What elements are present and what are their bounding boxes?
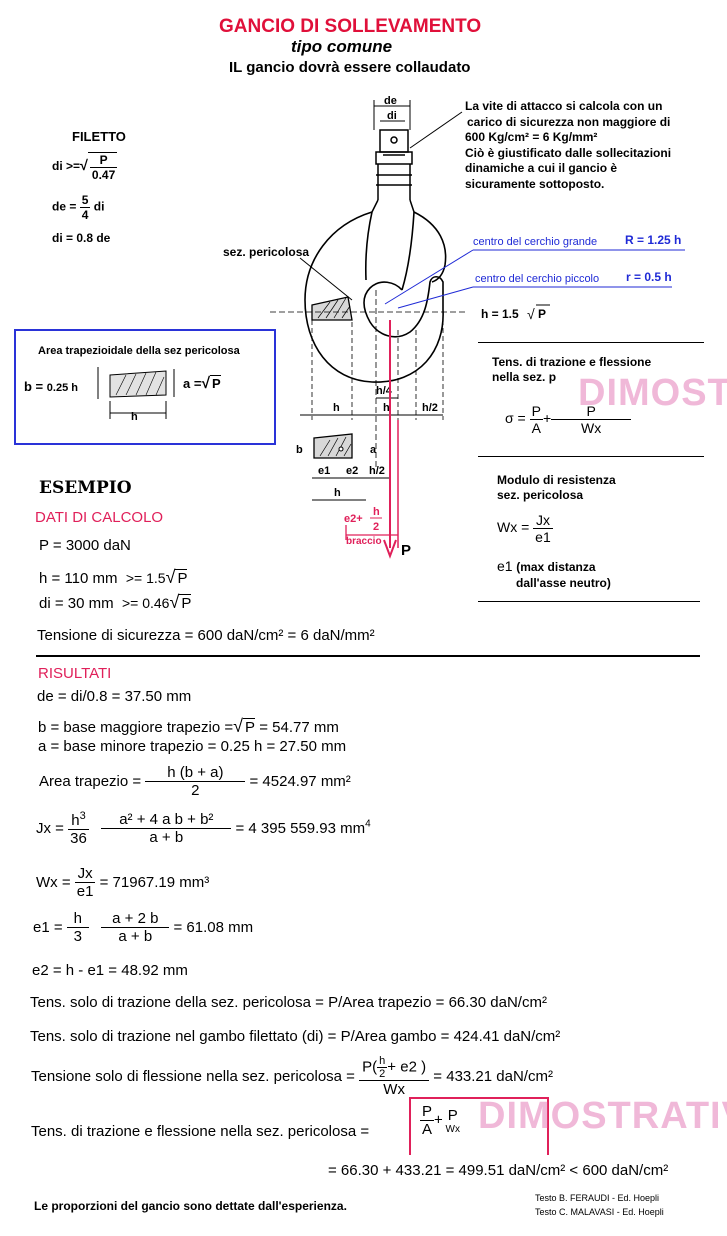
sqrt-symbol: √: [527, 306, 535, 322]
svg-text:h/2: h/2: [422, 402, 438, 414]
r-piccolo-label: r = 0.5 h: [626, 270, 672, 284]
dim-de: de: [384, 95, 397, 107]
res-t5: = 66.30 + 433.21 = 499.51 daN/cm² < 600 …: [328, 1162, 669, 1179]
hook-shank: [371, 129, 415, 213]
res-t2: Tens. solo di trazione nel gambo filetta…: [30, 1028, 561, 1045]
svg-text:h: h: [373, 506, 380, 518]
svg-text:e2+: e2+: [344, 513, 363, 525]
esempio-heading: ESEMPIO: [39, 478, 132, 498]
h-eq-label: h = 1.5: [481, 307, 519, 321]
area-trapezoid: [97, 367, 175, 419]
dato-di: di = 30 mm >= 0.46√P: [39, 592, 192, 612]
load-p-label: P: [401, 542, 411, 559]
section-detail: [313, 433, 353, 459]
h-eq-rad: P: [538, 307, 546, 321]
vite-note: La vite di attacco si calcola con un car…: [465, 99, 672, 191]
svg-text:2: 2: [373, 521, 379, 533]
watermark: DIMOST: [578, 372, 727, 414]
area-box: Area trapezioidale della sez pericolosa …: [14, 329, 276, 445]
filetto-f1-lhs: di >=: [52, 159, 81, 174]
filetto-heading: FILETTO: [72, 129, 126, 144]
hook-diagram: de di sez. pericolosa centro del cerchio…: [223, 95, 685, 559]
page-title: GANCIO DI SOLLEVAMENTO: [219, 16, 482, 37]
dato-p: P = 3000 daN: [39, 537, 131, 554]
svg-text:braccio: braccio: [346, 536, 382, 547]
dim-h4: h/4: [376, 385, 393, 397]
dato-h: h = 110 mm >= 1.5√P: [39, 567, 188, 587]
res-area: Area trapezio = h (b + a)2 = 4524.97 mm²: [39, 764, 351, 799]
sqrt-symbol: √: [80, 158, 88, 175]
dim-verticals: [311, 320, 444, 420]
res-t1: Tens. solo di trazione della sez. perico…: [30, 994, 547, 1011]
res-de: de = di/0.8 = 37.50 mm: [37, 688, 192, 705]
filetto-formula-3: di = 0.8 de: [52, 231, 111, 245]
svg-text:h/2: h/2: [369, 465, 385, 477]
divider: [478, 342, 704, 343]
svg-text:a: a: [370, 444, 377, 456]
svg-text:b: b: [296, 444, 303, 456]
res-e2: e2 = h - e1 = 48.92 mm: [32, 962, 188, 979]
vite-leader: [409, 111, 463, 149]
area-a-label: a =√P: [183, 375, 221, 392]
area-b-label: b = 0.25 h: [24, 379, 78, 394]
divider: [478, 456, 704, 457]
sez-pericolosa-label: sez. pericolosa: [223, 245, 309, 259]
hook-body: [304, 211, 447, 383]
dati-heading: DATI DI CALCOLO: [35, 509, 164, 526]
footer-credit-1: Testo B. FERAUDI - Ed. Hoepli: [535, 1193, 660, 1203]
svg-text:h: h: [334, 487, 341, 499]
load-arrow: [383, 539, 397, 559]
dim-di: di: [387, 110, 397, 122]
svg-text:h: h: [333, 402, 340, 414]
res-t4: Tens. di trazione e flessione nella sez.…: [31, 1123, 370, 1140]
risultati-heading: RISULTATI: [38, 665, 112, 682]
footer-credit-2: Testo C. MALAVASI - Ed. Hoepli: [535, 1207, 664, 1217]
page-subtitle: tipo comune: [291, 37, 393, 56]
area-box-title: Area trapezioidale della sez pericolosa: [38, 345, 240, 357]
res-t3: Tensione solo di flessione nella sez. pe…: [31, 1055, 553, 1098]
modulo-box-text: Modulo di resistenza sez. pericolosa: [497, 473, 616, 502]
t4-formula-box: [409, 1097, 549, 1155]
e1-note: e1 (max distanza: [497, 558, 596, 574]
res-a: a = base minore trapezio = 0.25 h = 27.5…: [38, 738, 347, 755]
centro-grande-label: centro del cerchio grande: [473, 236, 597, 248]
e1-note-2: dall'asse neutro): [516, 576, 611, 590]
header-note: IL gancio dovrà essere collaudato: [229, 59, 471, 76]
res-b: b = base maggiore trapezio =√P = 54.77 m…: [38, 716, 339, 736]
de-di-dims: [373, 100, 411, 130]
svg-text:e1: e1: [318, 465, 330, 477]
footer-note: Le proporzioni del gancio sono dettate d…: [34, 1199, 347, 1213]
divider: [478, 601, 700, 602]
tensione-sicurezza: Tensione di sicurezza = 600 daN/cm² = 6 …: [37, 627, 375, 644]
svg-text:h: h: [383, 402, 390, 414]
tens-box-text: Tens. di trazione e flessione nella sez.…: [492, 355, 652, 384]
watermark: DIMOSTRATIV: [478, 1095, 727, 1137]
centro-piccolo-label: centro del cerchio piccolo: [475, 273, 599, 285]
r-grande-label: R = 1.25 h: [625, 233, 681, 247]
svg-text:e2: e2: [346, 465, 358, 477]
divider: [36, 655, 700, 657]
